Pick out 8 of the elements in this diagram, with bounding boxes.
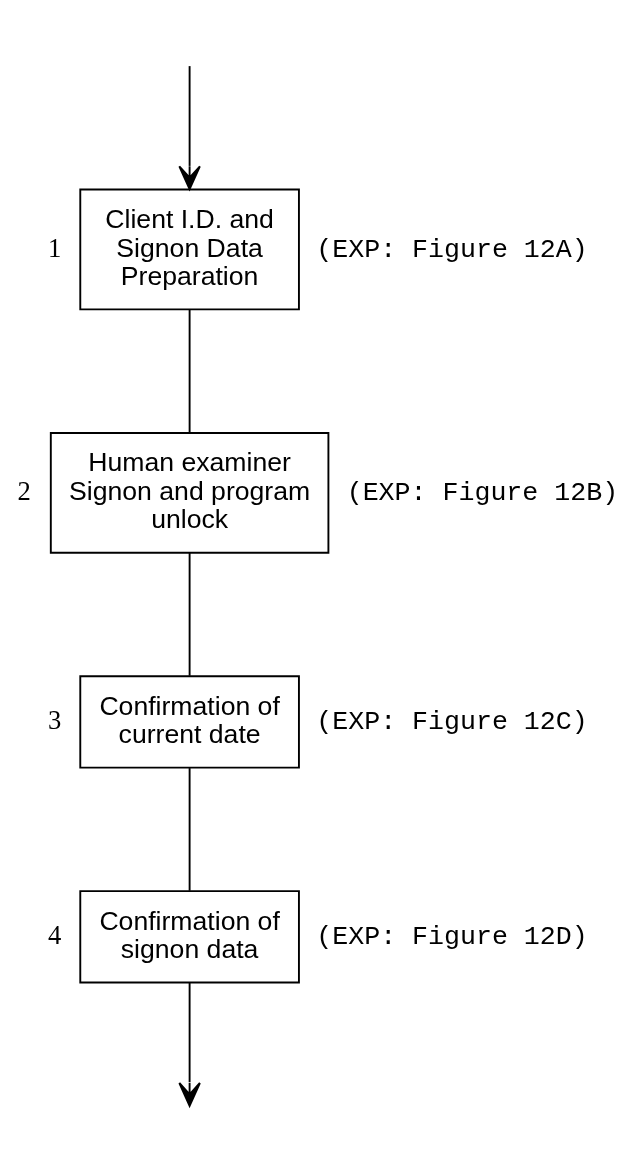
node-label: (EXP: Figure 12D) <box>316 921 588 952</box>
node-label: 3 <box>47 704 62 735</box>
node-label: 4 <box>47 919 62 950</box>
node-label: (EXP: Figure 12A) <box>316 233 588 264</box>
node-label: (EXP: Figure 12C) <box>316 706 588 737</box>
node-label: (EXP: Figure 12B) <box>346 477 619 508</box>
node-label: 1 <box>47 231 62 262</box>
node-label: 2 <box>17 475 31 506</box>
